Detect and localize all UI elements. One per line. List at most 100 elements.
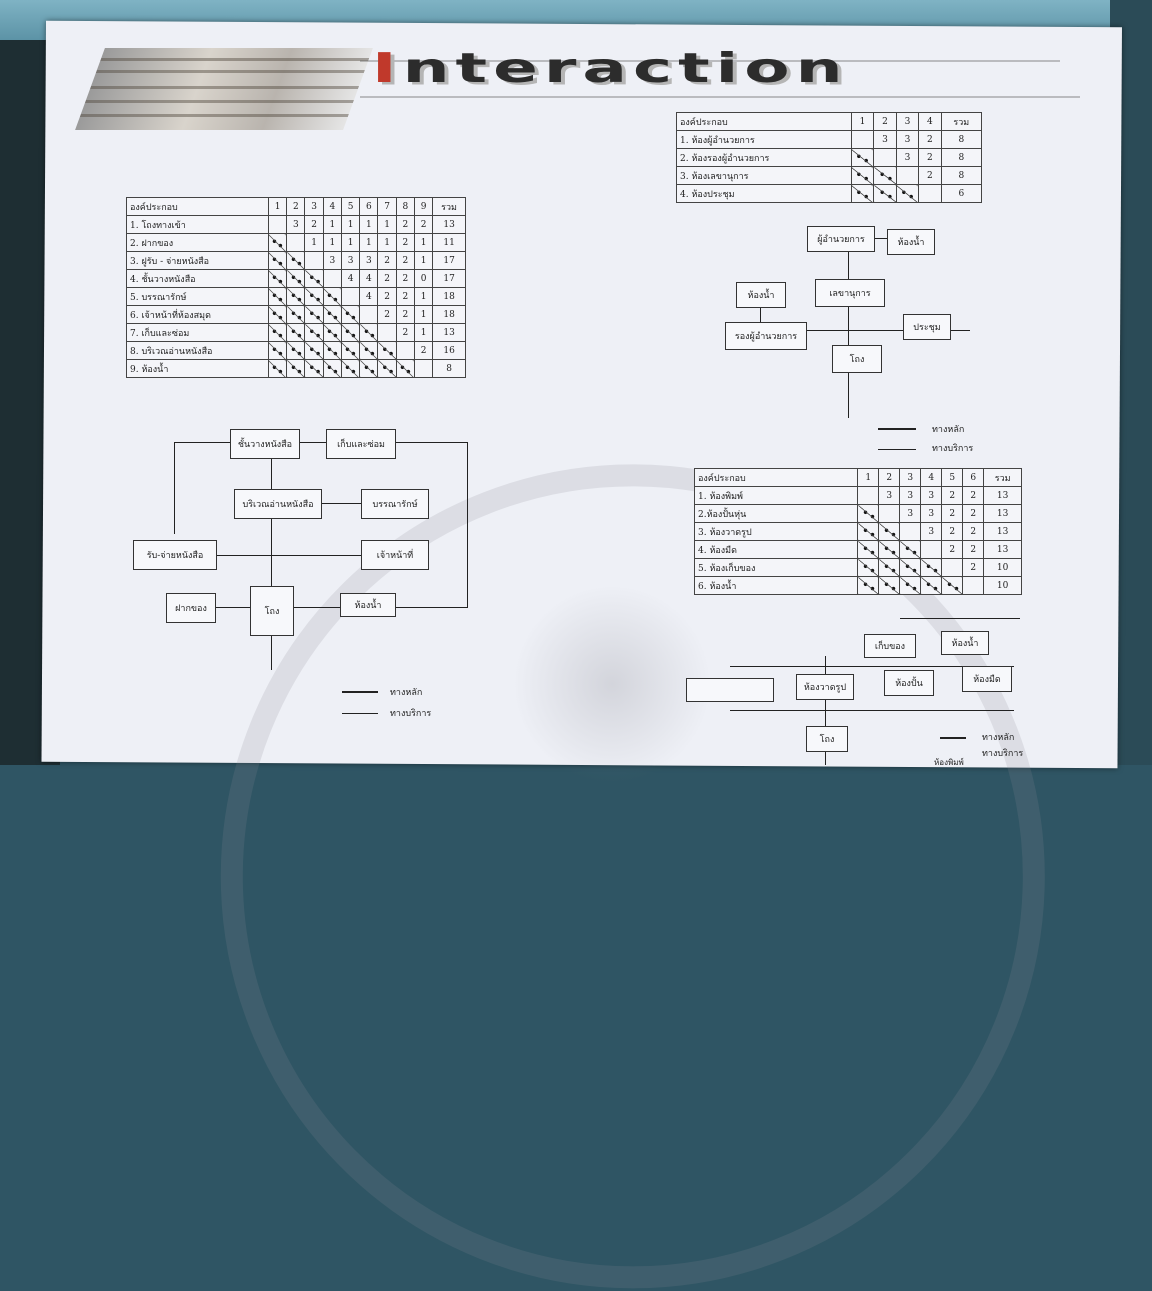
legend-main-line bbox=[342, 691, 378, 693]
total-cell: 13 bbox=[984, 541, 1022, 559]
crossed-cell bbox=[851, 149, 873, 167]
score-cell: 2 bbox=[378, 306, 396, 324]
crossed-cell bbox=[268, 234, 286, 252]
score-cell bbox=[963, 577, 984, 595]
header-col: 2 bbox=[874, 113, 896, 131]
table-row: 1. โถงทางเข้า3211112213 bbox=[127, 216, 466, 234]
node-secretary: เลขานุการ bbox=[815, 279, 885, 307]
total-cell: 10 bbox=[984, 577, 1022, 595]
score-cell: 1 bbox=[360, 216, 378, 234]
legend-service-label: ทางบริการ bbox=[390, 706, 431, 720]
score-cell bbox=[919, 185, 941, 203]
crossed-cell bbox=[305, 288, 323, 306]
score-cell bbox=[341, 288, 359, 306]
node-toilet: ห้องน้ำ bbox=[340, 593, 396, 617]
crossed-cell bbox=[341, 324, 359, 342]
header-col: 6 bbox=[360, 198, 378, 216]
node-toilet-a: ห้องน้ำ bbox=[887, 229, 935, 255]
table-row: 5. ห้องเก็บของ210 bbox=[695, 559, 1022, 577]
row-name: 2. ฝากของ bbox=[127, 234, 269, 252]
crossed-cell bbox=[341, 306, 359, 324]
header-col: 4 bbox=[323, 198, 341, 216]
score-cell bbox=[268, 216, 286, 234]
crossed-cell bbox=[305, 324, 323, 342]
header-col: 2 bbox=[879, 469, 900, 487]
score-cell: 3 bbox=[287, 216, 305, 234]
total-cell: 18 bbox=[433, 288, 466, 306]
row-name: 5. บรรณารักษ์ bbox=[127, 288, 269, 306]
crossed-cell bbox=[879, 541, 900, 559]
score-cell: 2 bbox=[396, 234, 414, 252]
poster-title: Interaction bbox=[372, 44, 849, 92]
node-shelves: ชั้นวางหนังสือ bbox=[230, 429, 300, 459]
score-cell: 3 bbox=[323, 252, 341, 270]
score-cell bbox=[378, 324, 396, 342]
total-cell: 8 bbox=[941, 149, 981, 167]
header-col: 7 bbox=[378, 198, 396, 216]
score-cell: 0 bbox=[414, 270, 432, 288]
score-cell bbox=[874, 149, 896, 167]
node-meeting: ประชุม bbox=[903, 314, 951, 340]
header-col: 3 bbox=[896, 113, 918, 131]
node-staff: เจ้าหน้าที่ bbox=[361, 540, 429, 570]
table-row: 4. ห้องประชุม 6 bbox=[677, 185, 982, 203]
crossed-cell bbox=[268, 324, 286, 342]
score-cell: 2 bbox=[919, 149, 941, 167]
score-cell: 2 bbox=[396, 216, 414, 234]
header-component: องค์ประกอบ bbox=[677, 113, 852, 131]
total-cell: 13 bbox=[984, 487, 1022, 505]
crossed-cell bbox=[858, 523, 879, 541]
legend-main-line bbox=[878, 428, 916, 430]
row-name: 3. ห้องเลขานุการ bbox=[677, 167, 852, 185]
score-cell: 1 bbox=[414, 324, 432, 342]
row-name: 2. ห้องรองผู้อำนวยการ bbox=[677, 149, 852, 167]
node-print-partial: ห้องพิมพ์ bbox=[934, 756, 964, 769]
score-cell: 3 bbox=[900, 505, 921, 523]
crossed-cell bbox=[900, 577, 921, 595]
row-name: 6. ห้องน้ำ bbox=[695, 577, 858, 595]
total-cell: 6 bbox=[941, 185, 981, 203]
crossed-cell bbox=[858, 577, 879, 595]
connector-line bbox=[215, 555, 362, 556]
score-cell: 2 bbox=[963, 559, 984, 577]
crossed-cell bbox=[900, 541, 921, 559]
score-cell: 2 bbox=[963, 523, 984, 541]
table-row: 2.ห้องปั้นหุ่น332213 bbox=[695, 505, 1022, 523]
legend-main-line bbox=[940, 737, 966, 739]
score-cell: 1 bbox=[414, 288, 432, 306]
score-cell: 2 bbox=[963, 541, 984, 559]
score-cell: 4 bbox=[360, 270, 378, 288]
table-row: 1. ห้องพิมพ์3332213 bbox=[695, 487, 1022, 505]
header-photo bbox=[75, 48, 373, 130]
score-cell: 1 bbox=[305, 234, 323, 252]
crossed-cell bbox=[921, 577, 942, 595]
row-name: 4. ห้องประชุม bbox=[677, 185, 852, 203]
admin-interaction-table: องค์ประกอบ1234รวม1. ห้องผู้อำนวยการ33282… bbox=[676, 112, 982, 203]
row-name: 1. ห้องผู้อำนวยการ bbox=[677, 131, 852, 149]
node-sculpt: ห้องปั้น bbox=[884, 670, 934, 696]
score-cell bbox=[287, 234, 305, 252]
crossed-cell bbox=[942, 577, 963, 595]
score-cell: 2 bbox=[378, 252, 396, 270]
score-cell bbox=[414, 360, 432, 378]
score-cell: 2 bbox=[942, 487, 963, 505]
crossed-cell bbox=[851, 185, 873, 203]
total-cell: 13 bbox=[433, 216, 466, 234]
header-col: รวม bbox=[941, 113, 981, 131]
crossed-cell bbox=[323, 342, 341, 360]
table-row: 6. เจ้าหน้าที่ห้องสมุด22118 bbox=[127, 306, 466, 324]
node-blank bbox=[686, 678, 774, 702]
crossed-cell bbox=[921, 559, 942, 577]
crossed-cell bbox=[287, 252, 305, 270]
total-cell: 11 bbox=[433, 234, 466, 252]
connector-line bbox=[848, 250, 849, 418]
score-cell: 1 bbox=[378, 234, 396, 252]
row-name: 1. ห้องพิมพ์ bbox=[695, 487, 858, 505]
legend-service-line bbox=[342, 713, 378, 714]
crossed-cell bbox=[360, 360, 378, 378]
crossed-cell bbox=[900, 559, 921, 577]
table-header-row: องค์ประกอบ123456789รวม bbox=[127, 198, 466, 216]
score-cell: 2 bbox=[396, 270, 414, 288]
